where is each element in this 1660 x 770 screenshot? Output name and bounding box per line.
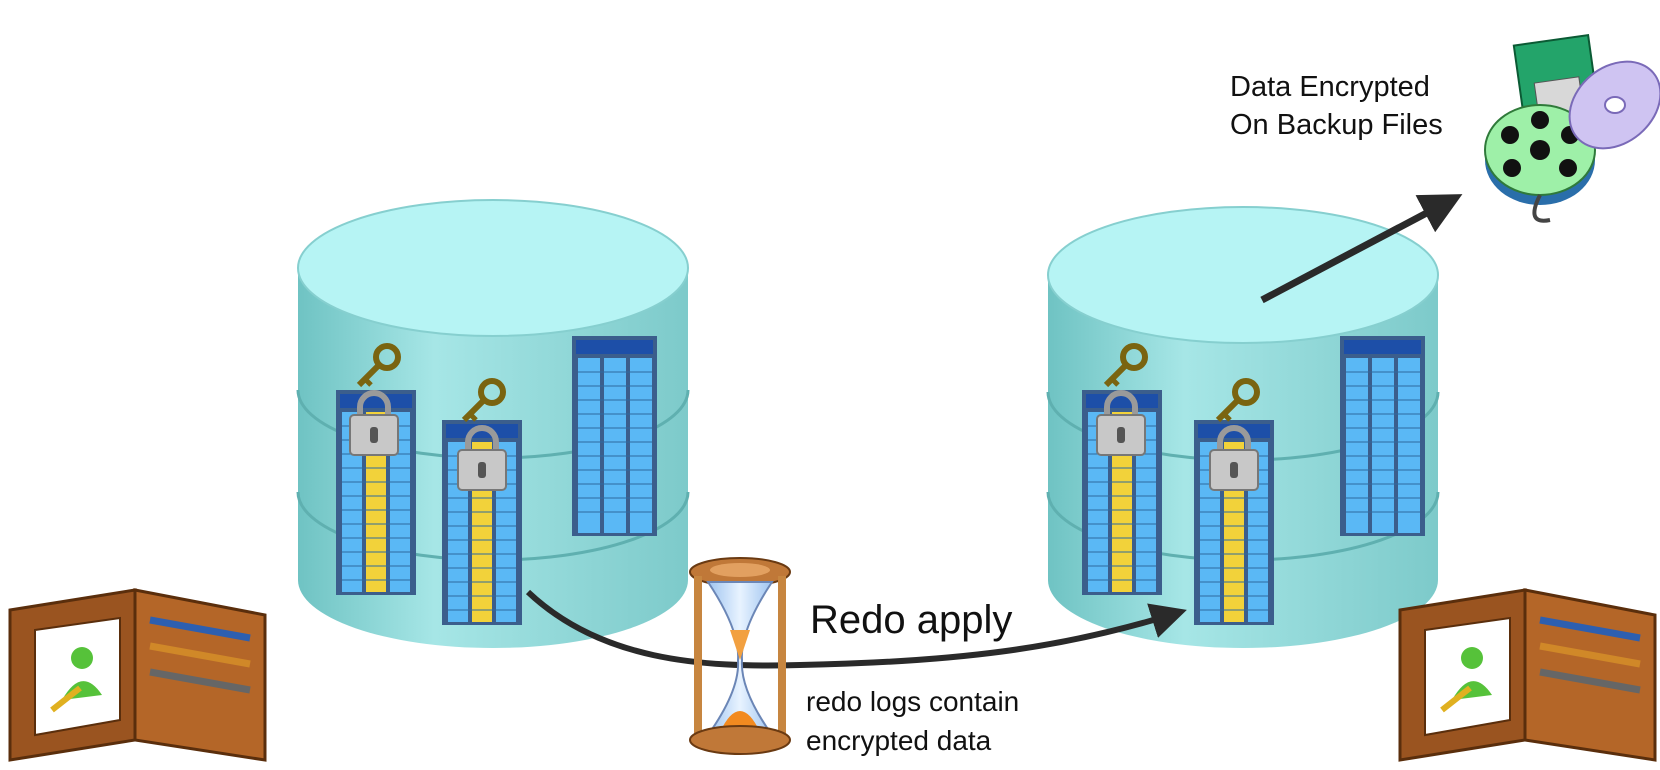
left-plain-table	[571, 335, 658, 537]
redo-apply-label: Redo apply	[810, 598, 1013, 642]
backup-media-icon	[1484, 34, 1660, 223]
right-plain-table	[1339, 335, 1426, 537]
wallet-icon	[1400, 590, 1655, 760]
redo-apply-arrow	[525, 589, 1187, 669]
backup-arrow	[1260, 194, 1463, 304]
backup-files-label: Data Encrypted On Backup Files	[1230, 68, 1443, 144]
backup-label-line-1: Data Encrypted	[1230, 71, 1430, 103]
redo-logs-line-2: encrypted data	[806, 725, 992, 756]
backup-label-line-2: On Backup Files	[1230, 109, 1443, 141]
hourglass-icon	[689, 557, 791, 755]
redo-logs-line-1: redo logs contain	[806, 686, 1020, 717]
redo-logs-label: redo logs contain encrypted data	[806, 682, 1019, 760]
wallet-icon	[10, 590, 265, 760]
